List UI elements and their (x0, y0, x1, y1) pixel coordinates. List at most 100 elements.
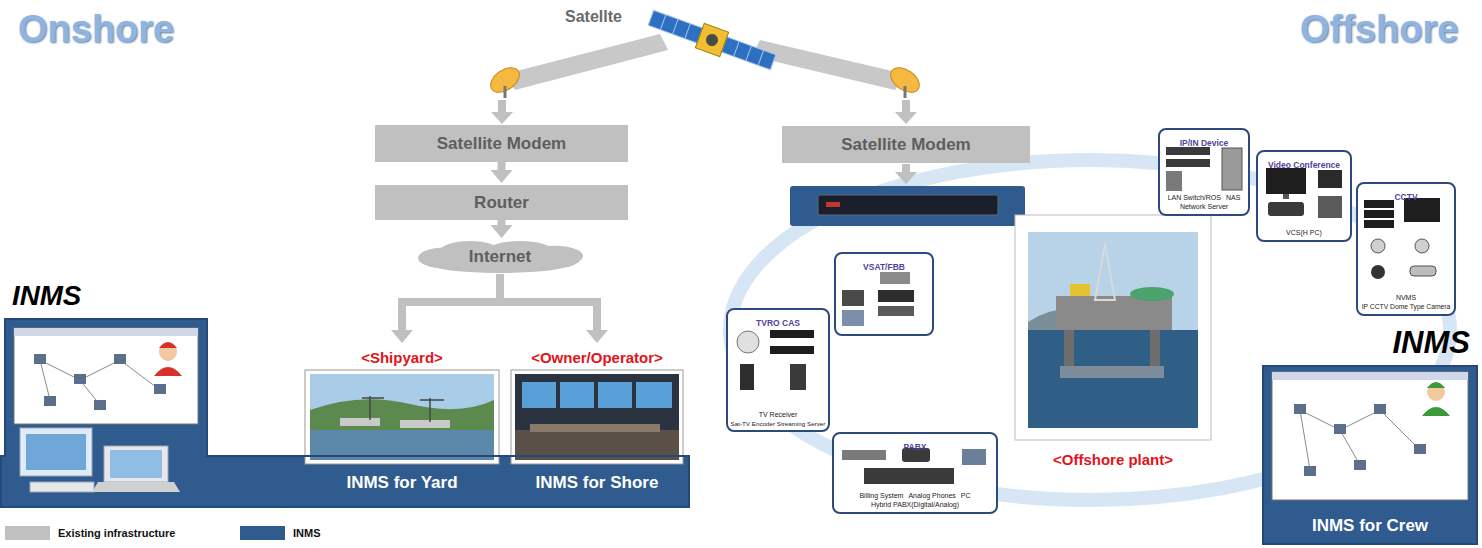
cloud-shape (527, 246, 583, 267)
satellite-icon (721, 37, 775, 70)
device-label: LAN Switch/ROS (1168, 194, 1221, 202)
inms-screen (1374, 404, 1386, 414)
inms-screen (1272, 372, 1468, 380)
modem-device (818, 195, 998, 215)
control-room-photo (515, 374, 679, 460)
device-labels: Billing SystemAnalog PhonesPCHybrid PABX… (836, 492, 994, 509)
legend-text: Existing infrastructure (58, 527, 175, 539)
inms-screen (14, 328, 198, 424)
plant-panel: <Offshore plant> (1015, 215, 1211, 480)
control-room-photo (636, 382, 672, 408)
device-labels: NVMSIP CCTV Dome Type Camera (1360, 294, 1452, 311)
inms-screen (26, 434, 86, 470)
pabx-icon (842, 448, 986, 484)
process-box: Router (375, 185, 628, 220)
video-conference-icon (1266, 168, 1306, 194)
network-device-icon (1166, 147, 1242, 191)
bubble-heading: VSAT/FBB (836, 256, 932, 274)
inms-band: INMS INMS for Crew (1262, 325, 1478, 545)
text-slot: <Offshore plant> (1015, 451, 1211, 469)
inms-heading: INMS (1393, 325, 1471, 361)
satellite-label: Satellte (565, 8, 622, 26)
offshore-plant-photo (1028, 330, 1198, 428)
connector (491, 162, 513, 183)
inms-screen (1340, 430, 1360, 465)
cloud-shape (418, 248, 472, 269)
box-label: Satellite Modem (437, 134, 566, 154)
site-caption: <Offshore plant> (1053, 451, 1173, 468)
satellite-icon (746, 46, 751, 61)
site-panel: <Owner/Operator>INMS for Shore (507, 345, 687, 508)
device-label: Network Server (1180, 203, 1228, 211)
video-conference-icon (1268, 202, 1304, 216)
control-room-photo (598, 382, 632, 408)
legend-swatch (240, 526, 285, 540)
dish-antenna (486, 63, 524, 98)
dish-antenna (904, 86, 907, 98)
inms-screen (34, 354, 166, 410)
site-caption: <Shipyard> (361, 349, 443, 366)
device-bubble-fill (832, 432, 998, 514)
video-conference-icon (1266, 168, 1342, 218)
vsat-icon (842, 272, 914, 326)
inms-heading: INMS (12, 280, 81, 312)
device-heading: CCTV (1394, 192, 1417, 202)
text-slot: INMS for Shore (507, 473, 687, 493)
inms-screen (40, 360, 160, 405)
control-room-photo (530, 424, 660, 432)
connector-line (498, 162, 506, 171)
control-room-photo (560, 382, 594, 408)
inms-screen (14, 328, 198, 336)
feed-arrow (498, 100, 506, 113)
connector (391, 274, 500, 343)
connector (500, 274, 608, 343)
inms-screen (74, 374, 86, 384)
control-room-photo (522, 382, 556, 408)
tvro-icon (790, 364, 806, 390)
offshore-plant-photo (1070, 284, 1090, 296)
inms-screen (44, 396, 56, 406)
satellite-icon (685, 24, 690, 39)
band-label: INMS for Crew (1312, 516, 1428, 536)
bubble-heading: TVRO CAS (728, 312, 828, 330)
cctv-icon (1364, 200, 1394, 208)
shipyard-photo (429, 398, 431, 422)
shipyard-photo (340, 418, 380, 426)
device-bubble-fill (1356, 182, 1456, 316)
cctv-icon (1364, 210, 1394, 218)
text-slot: <Shipyard> (302, 349, 502, 367)
device-labels: LAN Switch/ROSNASNetwork Server (1162, 194, 1246, 211)
device-label: NVMS (1396, 294, 1416, 302)
dish-antenna (886, 63, 924, 98)
satellite-icon (673, 19, 678, 34)
internet-cloud: Internet (415, 240, 585, 274)
inms-screen (20, 428, 92, 476)
satellite-icon (695, 23, 728, 56)
arrow-head (491, 170, 513, 183)
inms-screen (1414, 444, 1426, 454)
video-conference-icon (1318, 196, 1342, 218)
feed-arrow (902, 164, 910, 173)
inms-screen (154, 384, 166, 394)
text-slot: INMS (1262, 325, 1470, 361)
cctv-icon (1371, 265, 1385, 279)
inms-screen (40, 360, 50, 400)
legend-text: INMS (293, 527, 321, 539)
shipyard-photo (362, 396, 444, 422)
pabx-icon (962, 449, 986, 465)
satellite-icon (704, 32, 719, 47)
tvro-icon (737, 331, 759, 353)
pabx-icon (842, 450, 886, 460)
inms-screen (110, 450, 162, 478)
control-room-photo (522, 382, 672, 408)
device-bubble: IP/IN DeviceLAN Switch/ROSNASNetwork Ser… (1158, 128, 1250, 216)
inms-screen (34, 354, 46, 364)
device-heading: TVRO CAS (756, 318, 800, 328)
device-label: VCS(H PC) (1286, 229, 1322, 237)
satellite-icon (734, 41, 739, 56)
legend-swatch (5, 526, 50, 540)
bubble-heading: PABX (834, 436, 996, 454)
network-device-icon (1166, 171, 1182, 191)
shipyard-photo (400, 420, 450, 428)
